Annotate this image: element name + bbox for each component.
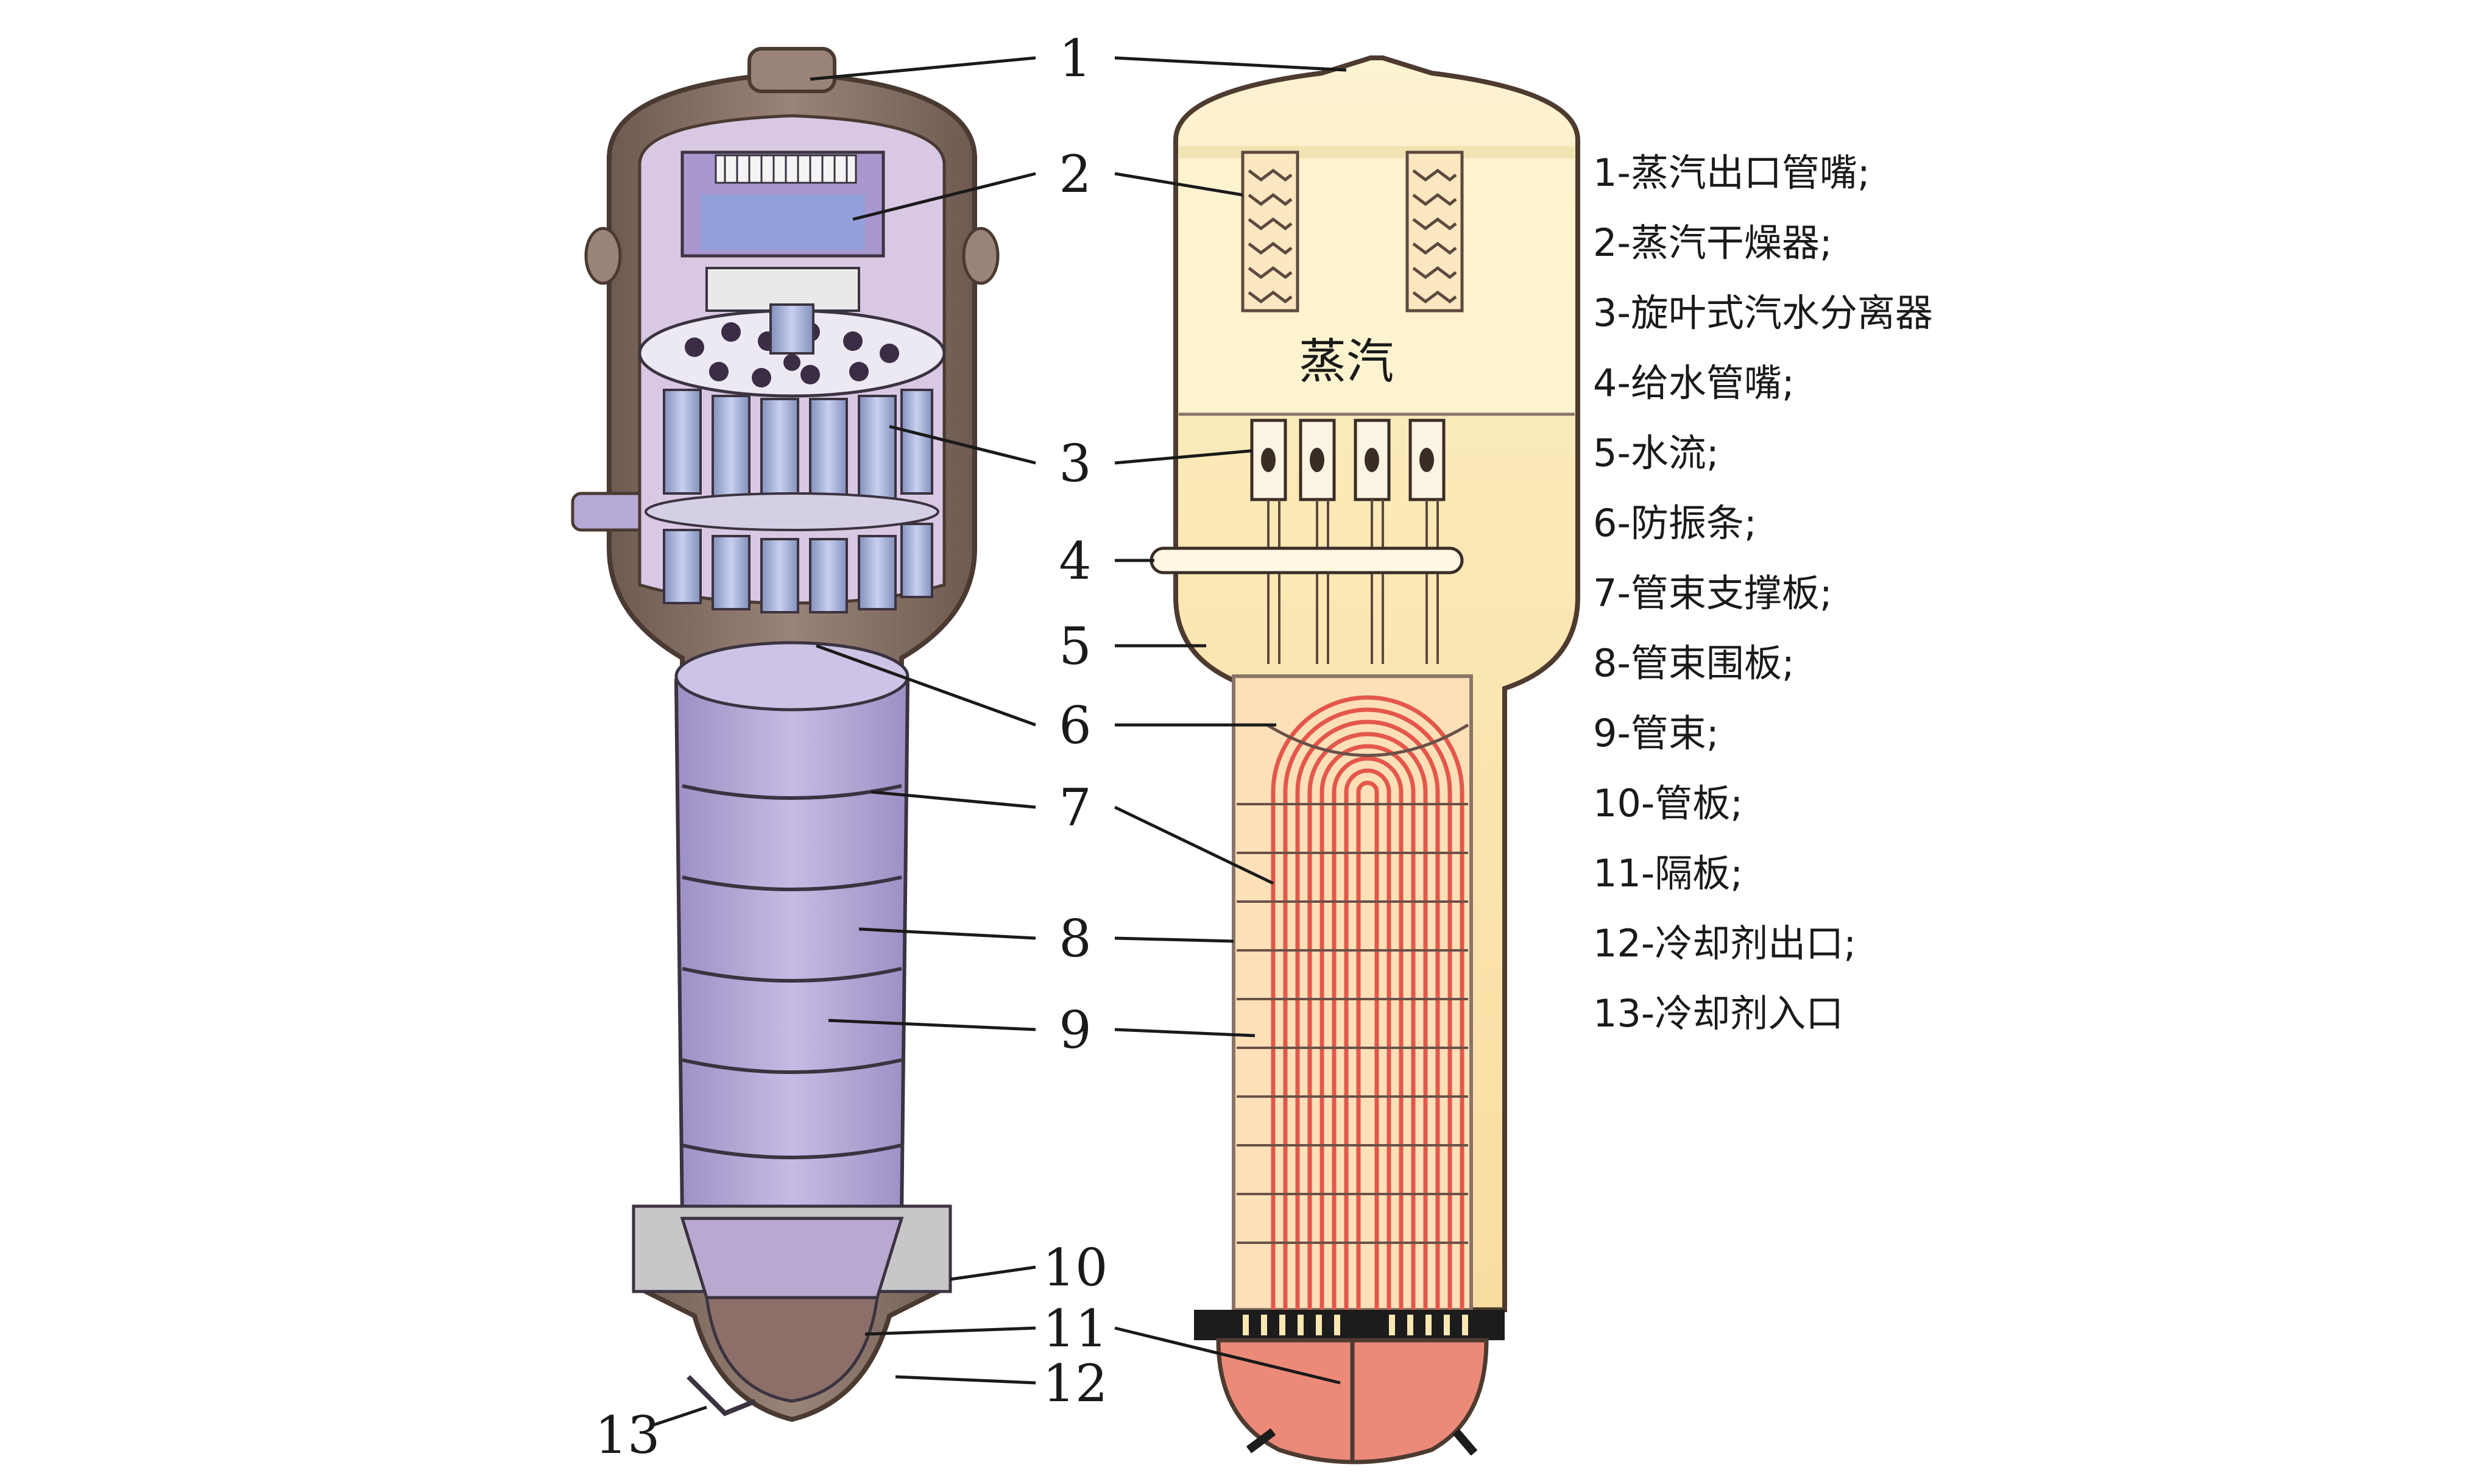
legend-item: 1-蒸汽出口管嘴; — [1593, 150, 1870, 195]
callout-12: 12 — [1043, 1354, 1108, 1413]
callout-8: 8 — [1059, 909, 1091, 969]
schematic-section: 蒸汽 — [1150, 55, 1580, 1465]
tube-bundle — [1271, 695, 1464, 1310]
legend-item: 6-防振条; — [1593, 501, 1757, 545]
callout-5: 5 — [1059, 617, 1091, 676]
callout-1: 1 — [1059, 29, 1091, 88]
callout-2: 2 — [1059, 144, 1091, 204]
callout-3: 3 — [1059, 434, 1091, 493]
leader-lines — [651, 56, 1347, 1427]
legend-item: 10-管板; — [1593, 781, 1743, 825]
cutaway-view — [571, 47, 1000, 1422]
swirl-separators-3d — [663, 389, 933, 613]
legend-item: 13-冷却剂入口 — [1593, 991, 1843, 1036]
lower-head-3d — [705, 1296, 879, 1403]
legend-item: 3-旋叶式汽水分离器 — [1593, 291, 1933, 335]
legend-item: 4-给水管嘴; — [1593, 361, 1795, 405]
legend: 1-蒸汽出口管嘴; 2-蒸汽干燥器; 3-旋叶式汽水分离器 4-给水管嘴; 5-… — [1593, 150, 1933, 1036]
tube-bundle-wrapper-3d — [674, 643, 910, 1220]
side-nozzle-right — [962, 227, 1000, 285]
legend-item: 5-水流; — [1593, 431, 1719, 475]
callout-10: 10 — [1043, 1238, 1108, 1298]
callout-9: 9 — [1059, 1000, 1091, 1060]
legend-item: 11-隔板; — [1593, 851, 1743, 896]
callout-7: 7 — [1059, 778, 1091, 838]
legend-item: 9-管束; — [1593, 711, 1719, 755]
legend-item: 12-冷却剂出口; — [1593, 921, 1856, 966]
tube-support-plates — [1237, 803, 1468, 1244]
steam-label: 蒸汽 — [1299, 334, 1394, 389]
legend-item: 8-管束围板; — [1593, 641, 1795, 685]
callout-11: 11 — [1043, 1299, 1108, 1359]
callout-6: 6 — [1059, 696, 1091, 755]
callout-4: 4 — [1059, 531, 1091, 591]
legend-item: 2-蒸汽干燥器; — [1593, 221, 1832, 265]
callout-numbers: 1 2 3 4 5 6 7 8 9 10 11 12 13 — [595, 29, 1108, 1465]
steam-nozzle — [747, 47, 836, 93]
callout-13: 13 — [595, 1405, 660, 1465]
anti-vibration-bar — [1266, 723, 1469, 757]
feedwater-nozzle — [1150, 546, 1464, 574]
tubesheet — [1194, 1310, 1505, 1340]
legend-item: 7-管束支撑板; — [1593, 571, 1832, 615]
side-nozzle-left — [584, 227, 622, 285]
